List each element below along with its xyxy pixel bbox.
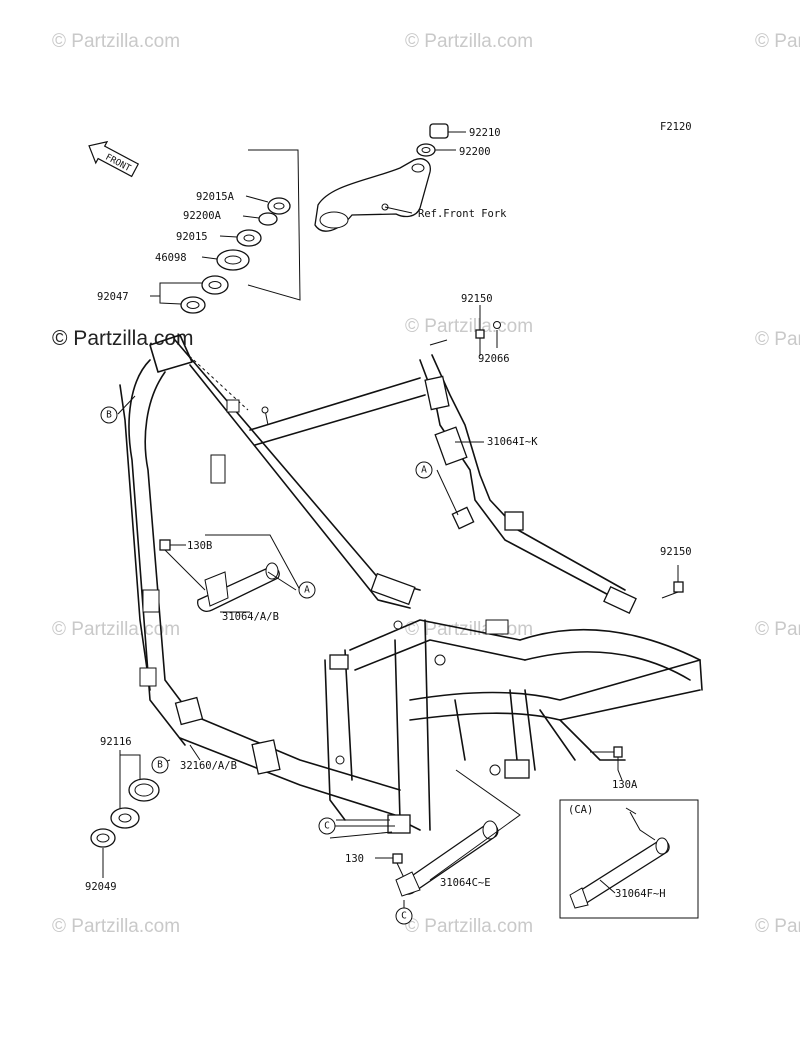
- part-label: 92150: [461, 293, 493, 305]
- part-label: 92200: [459, 146, 491, 158]
- part-label: 92066: [478, 353, 510, 365]
- bolt-right: [661, 565, 684, 599]
- part-label: 92015: [176, 231, 208, 243]
- svg-text:C: C: [324, 821, 330, 832]
- svg-text:C: C: [401, 911, 407, 922]
- part-label: 130A: [612, 779, 638, 791]
- part-label: 92150: [660, 546, 692, 558]
- watermark: © Partzilla.com: [405, 916, 533, 937]
- callout-a-upper: A: [415, 461, 433, 479]
- leader-32160: [189, 744, 201, 761]
- callout-b-frame: B: [100, 406, 118, 424]
- bolt-130A: [590, 746, 623, 781]
- svg-text:B: B: [157, 760, 163, 771]
- part-label: 92116: [100, 736, 132, 748]
- part-label: 31064I~K: [487, 436, 538, 448]
- bearings-left: [90, 750, 160, 878]
- washer-a: [258, 212, 278, 226]
- watermark-prominent: © Partzilla.com: [52, 327, 194, 350]
- watermark: © Partzilla.com: [405, 31, 533, 52]
- part-label: 92200A: [183, 210, 222, 222]
- callout-c-bottom: C: [395, 907, 413, 925]
- crossmember-lower: [329, 769, 521, 897]
- part-label: 46098: [155, 252, 187, 264]
- fender-support-upper: [419, 339, 637, 615]
- figure-code: F2120: [660, 121, 692, 133]
- svg-text:A: A: [304, 585, 310, 596]
- part-label: 130B: [187, 540, 212, 552]
- part-label: 92210: [469, 127, 501, 139]
- front-arrow-icon: FRONT: [88, 140, 140, 178]
- watermark: © Partzilla.com: [52, 619, 180, 640]
- watermark: © Partzilla.com: [755, 31, 800, 52]
- variant-box-ca: (CA): [559, 799, 699, 919]
- main-frame: [119, 334, 703, 834]
- watermark: © Partzilla.com: [755, 329, 800, 350]
- part-label: 31064C~E: [440, 877, 491, 889]
- stem-nut: [429, 123, 449, 139]
- watermark: © Partzilla.com: [52, 916, 180, 937]
- callout-b-lower: B: [151, 756, 169, 774]
- part-label: 31064/A/B: [222, 611, 279, 623]
- part-label: 92047: [97, 291, 129, 303]
- svg-text:B: B: [106, 410, 112, 421]
- watermark: © Partzilla.com: [405, 316, 533, 337]
- watermark: © Partzilla.com: [755, 916, 800, 937]
- part-label: 130: [345, 853, 364, 865]
- part-label: 92049: [85, 881, 117, 893]
- bolts-top-group: [475, 305, 501, 356]
- callout-c-mid: C: [318, 817, 336, 835]
- part-label: Ref.Front Fork: [418, 208, 507, 220]
- part-labels: 92210 92200 Ref.Front Fork 92015A 92200A…: [85, 127, 692, 900]
- watermark: © Partzilla.com: [52, 31, 180, 52]
- part-label: 31064F~H: [615, 888, 666, 900]
- stem-bracket-line: [247, 149, 301, 301]
- part-label: 92015A: [196, 191, 235, 203]
- svg-text:A: A: [421, 465, 427, 476]
- part-label: 32160/A/B: [180, 760, 237, 772]
- watermark: © Partzilla.com: [755, 619, 800, 640]
- steering-stem-group: [150, 123, 466, 314]
- variant-tag: (CA): [568, 804, 593, 816]
- callout-a-front: A: [298, 581, 316, 599]
- crossmember-front: [159, 534, 304, 613]
